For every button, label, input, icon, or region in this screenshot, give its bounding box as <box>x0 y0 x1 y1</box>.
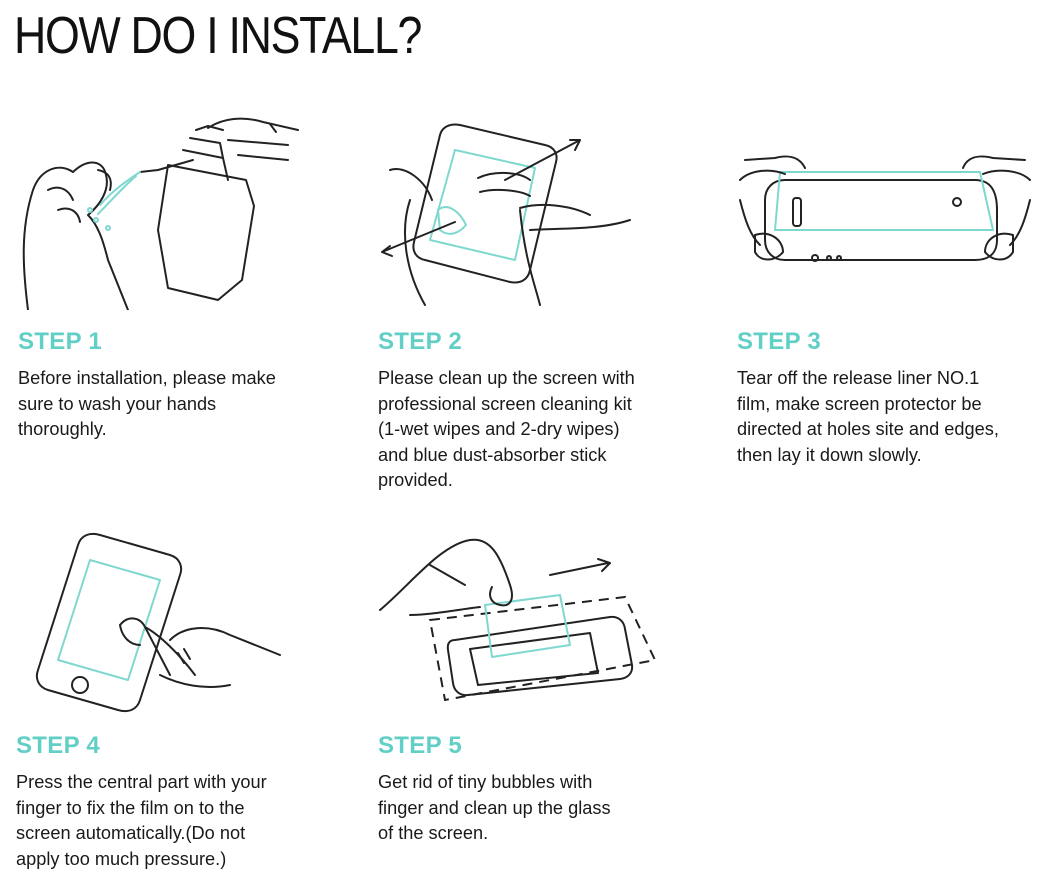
step-4-heading: STEP 4 <box>16 732 101 759</box>
page-title: HOW DO I INSTALL? <box>14 7 422 65</box>
step-2-text: Please clean up the screen with professi… <box>378 368 635 490</box>
step-3-text: Tear off the release liner NO.1 film, ma… <box>737 368 999 465</box>
removing-bubbles-icon <box>370 525 670 710</box>
screen-cleaning-icon <box>370 110 660 310</box>
step-5-text: Get rid of tiny bubbles with finger and … <box>378 772 611 843</box>
step-2-heading: STEP 2 <box>378 328 463 355</box>
hand-washing-icon <box>18 110 308 310</box>
step-3-heading: STEP 3 <box>737 328 822 355</box>
step-1-heading: STEP 1 <box>18 328 103 355</box>
step-5-heading: STEP 5 <box>378 732 463 759</box>
step-1-text: Before installation, please make sure to… <box>18 368 276 439</box>
step-4-text: Press the central part with your finger … <box>16 772 267 869</box>
aligning-protector-icon <box>735 140 1035 270</box>
pressing-center-icon <box>20 525 310 715</box>
